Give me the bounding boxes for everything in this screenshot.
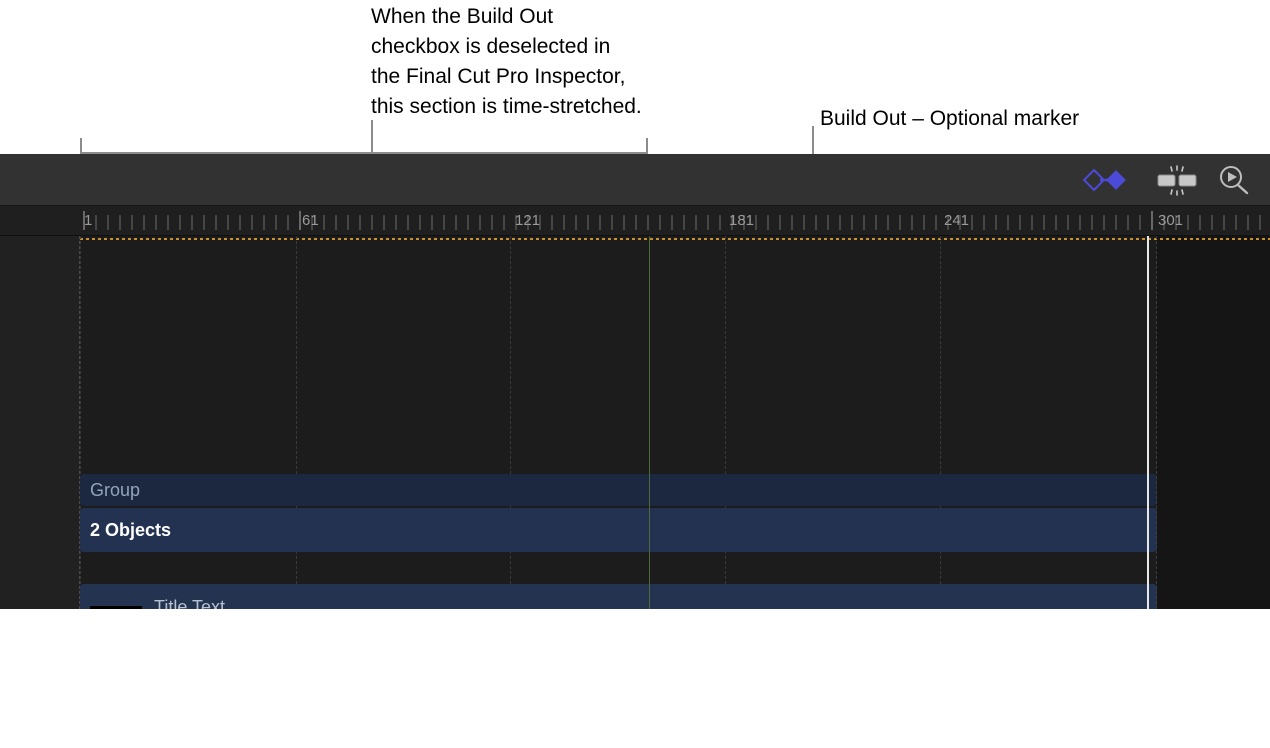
- title-text-track[interactable]: Title Text: [80, 584, 1157, 609]
- ruler-label-1: 1: [84, 212, 93, 229]
- ruler-ticks: [83, 211, 1261, 230]
- timeline-out-of-range-region: [1157, 236, 1270, 609]
- line-icon: [90, 605, 142, 609]
- ruler-label-301: 301: [1158, 212, 1184, 229]
- timeline-end-gridline: [1156, 236, 1157, 609]
- page-background-bottom: [0, 609, 1270, 748]
- ruler-label-121: 121: [515, 212, 541, 229]
- timeline-ruler[interactable]: 1 61 121 181 241 301: [0, 206, 1270, 236]
- project-duration-guide: [80, 238, 1270, 240]
- timeline-gridline: [725, 236, 726, 609]
- objects-track[interactable]: 2 Objects: [80, 508, 1157, 552]
- timeline-left-gutter: [0, 236, 80, 609]
- timeline-toolbar: [0, 154, 1270, 206]
- timeline-gridline: [940, 236, 941, 609]
- callout-bracket-top-right: [646, 138, 648, 154]
- timeline-gridline: [510, 236, 511, 609]
- ruler-label-241: 241: [944, 212, 970, 229]
- build-out-marker-line: [649, 236, 650, 609]
- timeline-window: 1 61 121 181 241 301: [0, 154, 1270, 609]
- ruler-label-61: 61: [302, 212, 319, 229]
- callout-bracket-top-stem: [371, 120, 373, 154]
- objects-track-label: 2 Objects: [90, 519, 172, 540]
- annotation-build-out-marker-label: Build Out – Optional marker: [820, 107, 1080, 130]
- callout-bracket-top-left: [80, 138, 82, 154]
- timeline-gridline: [80, 236, 81, 609]
- title-text-track-label: Title Text: [154, 596, 226, 610]
- callout-bracket-top: [80, 152, 648, 154]
- group-track-label: Group: [90, 479, 141, 500]
- timeline-track-area[interactable]: Group 2 Objects Title Text Title Backgro…: [0, 236, 1270, 609]
- keyframe-icon[interactable]: [1080, 164, 1140, 196]
- timeline-start-gridline: [79, 236, 80, 609]
- ruler-label-181: 181: [729, 212, 755, 229]
- zoom-play-icon[interactable]: [1214, 164, 1254, 196]
- timeline-gridline: [296, 236, 297, 609]
- group-track[interactable]: Group: [80, 474, 1157, 506]
- playhead-line[interactable]: [1147, 236, 1149, 609]
- flash-icon[interactable]: [1154, 164, 1200, 196]
- annotation-time-stretch-note: When the Build Out checkbox is deselecte…: [371, 5, 642, 118]
